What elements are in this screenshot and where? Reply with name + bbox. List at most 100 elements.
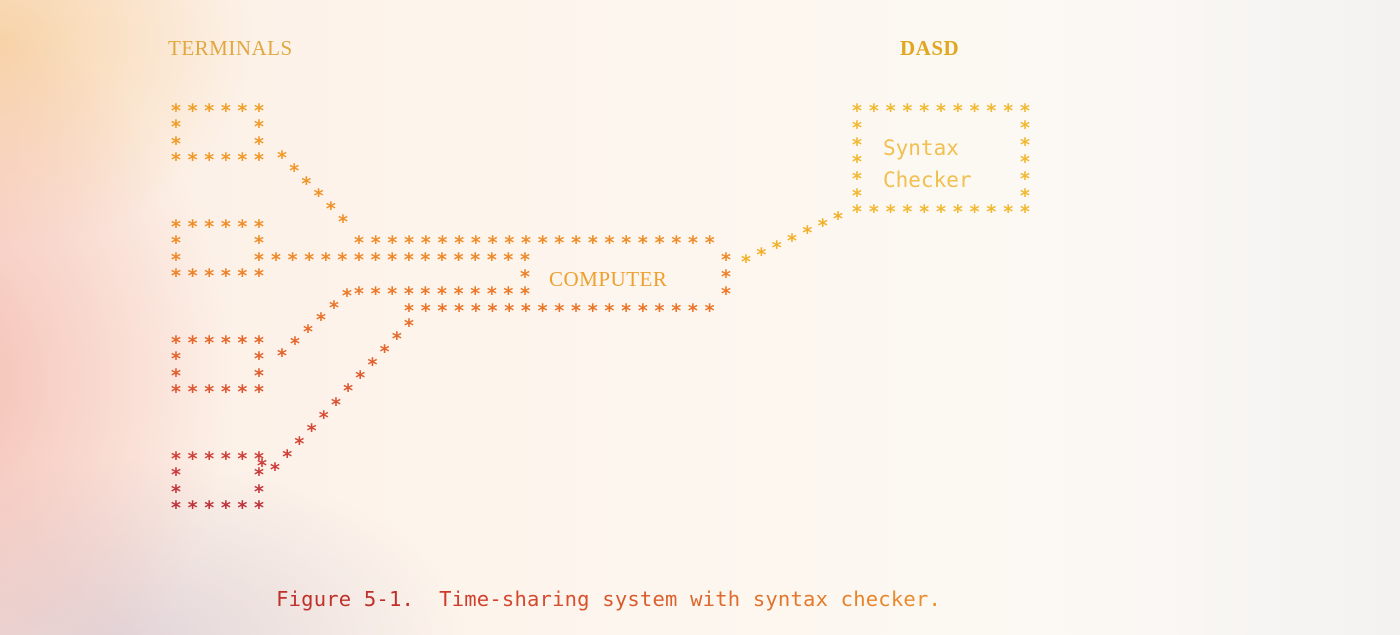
figure-number: Figure 5-1. xyxy=(276,587,415,611)
asterisk: * xyxy=(919,201,930,223)
asterisk: * xyxy=(254,216,264,238)
asterisk: * xyxy=(671,300,682,322)
asterisk: * xyxy=(852,134,862,156)
asterisk: * xyxy=(171,265,181,287)
asterisk: * xyxy=(171,149,181,171)
asterisk: * xyxy=(852,100,862,122)
asterisk: * xyxy=(604,232,615,254)
asterisk: * xyxy=(187,497,198,519)
asterisk: * xyxy=(571,232,582,254)
asterisk: * xyxy=(220,100,231,122)
asterisk: * xyxy=(370,232,381,254)
asterisk: * xyxy=(342,285,352,307)
asterisk: * xyxy=(204,149,215,171)
asterisk: * xyxy=(487,300,498,322)
asterisk: * xyxy=(537,232,548,254)
asterisk: * xyxy=(470,300,481,322)
asterisk: * xyxy=(237,100,248,122)
asterisk: * xyxy=(470,283,481,305)
asterisk: * xyxy=(204,448,215,470)
asterisk: * xyxy=(204,497,215,519)
asterisk: * xyxy=(171,249,181,271)
asterisk: * xyxy=(171,116,181,138)
asterisk: * xyxy=(330,393,341,416)
asterisk: * xyxy=(504,300,515,322)
asterisk: * xyxy=(852,151,862,173)
asterisk: * xyxy=(171,481,181,503)
asterisk: * xyxy=(171,497,181,519)
asterisk: * xyxy=(277,147,287,169)
asterisk: * xyxy=(301,172,312,195)
asterisk: * xyxy=(329,297,339,319)
asterisk: * xyxy=(257,455,267,477)
asterisk: * xyxy=(852,168,862,190)
asterisk: * xyxy=(704,232,715,254)
asterisk: * xyxy=(486,249,497,271)
asterisk: * xyxy=(503,283,514,305)
asterisk: * xyxy=(852,201,862,223)
asterisk: * xyxy=(220,332,231,354)
asterisk: * xyxy=(453,283,464,305)
asterisk: * xyxy=(187,265,198,287)
asterisk: * xyxy=(721,283,731,305)
asterisk: * xyxy=(852,117,862,139)
asterisk: * xyxy=(520,249,530,271)
asterisk: * xyxy=(852,185,862,207)
asterisk: * xyxy=(787,229,797,252)
asterisk: * xyxy=(654,300,665,322)
asterisk: * xyxy=(254,348,264,370)
asterisk: * xyxy=(404,232,415,254)
asterisk: * xyxy=(621,300,632,322)
asterisk: * xyxy=(171,332,181,354)
asterisk: * xyxy=(337,249,348,271)
asterisk: * xyxy=(171,232,181,254)
asterisk: * xyxy=(952,100,963,122)
asterisk: * xyxy=(1003,100,1014,122)
asterisk: * xyxy=(437,283,447,305)
asterisk: * xyxy=(237,448,248,470)
asterisk: * xyxy=(220,497,231,519)
asterisk: * xyxy=(503,249,514,271)
asterisk: * xyxy=(171,133,181,155)
asterisk: * xyxy=(936,100,946,122)
syntax-checker-label-line2: Checker xyxy=(883,168,972,192)
asterisk: * xyxy=(204,216,215,238)
asterisk: * xyxy=(204,265,215,287)
asterisk: * xyxy=(771,236,782,259)
asterisk: * xyxy=(171,365,181,387)
asterisk: * xyxy=(187,448,198,470)
asterisk: * xyxy=(187,149,198,171)
asterisk: * xyxy=(868,201,879,223)
asterisk: * xyxy=(220,216,231,238)
asterisk: * xyxy=(187,216,198,238)
asterisk: * xyxy=(220,381,231,403)
asterisk: * xyxy=(420,300,431,322)
asterisk: * xyxy=(537,300,548,322)
asterisk: * xyxy=(902,100,913,122)
asterisk: * xyxy=(237,149,248,171)
asterisk: * xyxy=(254,481,264,503)
asterisk: * xyxy=(470,249,481,271)
asterisk: * xyxy=(687,300,698,322)
asterisk: * xyxy=(237,332,248,354)
asterisk: * xyxy=(254,265,264,287)
asterisk: * xyxy=(454,300,465,322)
asterisk: * xyxy=(204,381,215,403)
asterisk: * xyxy=(171,216,181,238)
asterisk: * xyxy=(171,464,181,486)
figure-caption: Figure 5-1. Time-sharing system with syn… xyxy=(251,563,941,611)
asterisk: * xyxy=(637,232,648,254)
asterisk: * xyxy=(254,464,264,486)
asterisk: * xyxy=(294,432,305,455)
asterisk: * xyxy=(520,283,530,305)
asterisk: * xyxy=(688,232,698,254)
asterisk: * xyxy=(420,283,431,305)
figure-caption-text: Time-sharing system with syntax checker. xyxy=(439,587,942,611)
asterisk: * xyxy=(403,283,414,305)
asterisk: * xyxy=(721,266,731,288)
asterisk: * xyxy=(487,232,498,254)
asterisk: * xyxy=(504,232,515,254)
asterisk: * xyxy=(1020,117,1030,139)
asterisk: * xyxy=(367,354,378,377)
asterisk: * xyxy=(187,381,198,403)
